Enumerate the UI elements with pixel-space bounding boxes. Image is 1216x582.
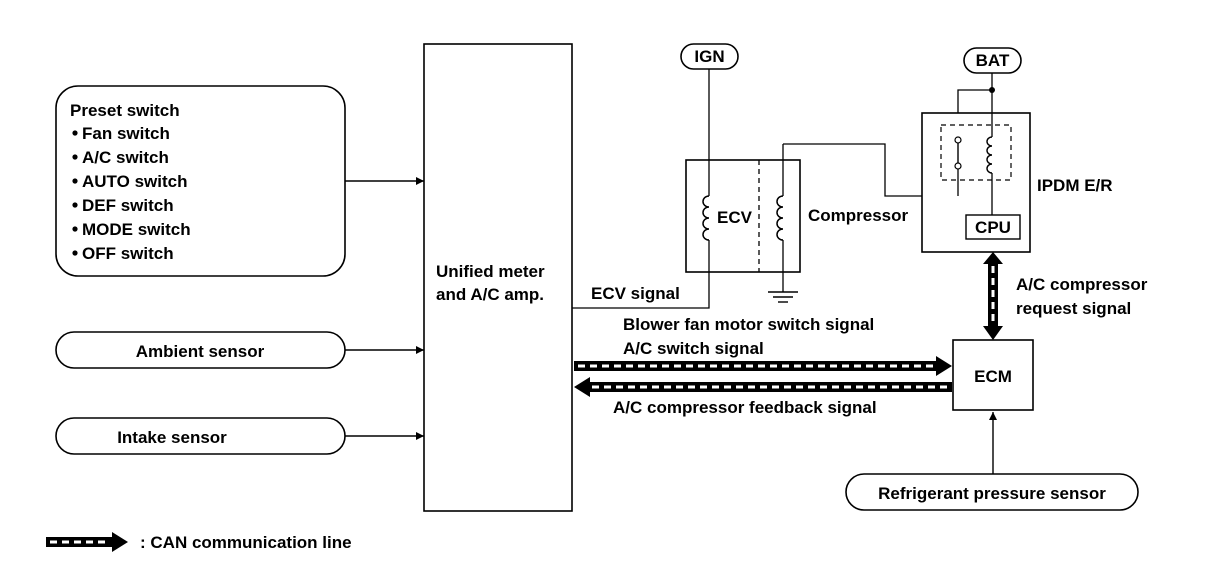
ambient-sensor-label: Ambient sensor: [136, 342, 265, 361]
ecv-compressor-unit: ECV: [685, 144, 801, 292]
ign-label: IGN: [694, 47, 724, 66]
ign-power-source: IGN: [680, 43, 739, 70]
intake-sensor-label: Intake sensor: [117, 428, 227, 447]
ecv-signal-wire: [572, 272, 710, 309]
preset-item-off: OFF switch: [82, 244, 174, 263]
cpu-label: CPU: [975, 218, 1011, 237]
blower-signal-label: Blower fan motor switch signal: [623, 315, 874, 334]
ground-icon: [768, 291, 798, 303]
can-legend-icon: [46, 532, 128, 552]
feedback-signal-label: A/C compressor feedback signal: [613, 398, 877, 417]
bullet-icon: [72, 154, 78, 160]
preset-item-auto: AUTO switch: [82, 172, 187, 191]
ecm-label: ECM: [974, 367, 1012, 386]
cpu-chip: CPU: [965, 214, 1021, 240]
amp-label-line2: and A/C amp.: [436, 285, 544, 304]
ecv-label: ECV: [717, 208, 753, 227]
request-signal-line2: request signal: [1016, 299, 1131, 318]
bullet-icon: [72, 130, 78, 136]
ecv-signal-label: ECV signal: [591, 284, 680, 303]
preset-item-mode: MODE switch: [82, 220, 191, 239]
ecv-coil-icon: [702, 160, 710, 272]
refrigerant-pressure-sensor: Refrigerant pressure sensor: [845, 473, 1139, 511]
preset-switch-box: Preset switch Fan switch A/C switch AUTO…: [55, 85, 346, 277]
relay-coil-icon: [986, 113, 993, 215]
intake-sensor: Intake sensor: [55, 417, 346, 455]
preset-item-fan: Fan switch: [82, 124, 170, 143]
bullet-icon: [72, 250, 78, 256]
request-signal-line1: A/C compressor: [1016, 275, 1148, 294]
relay-switch-icon: [954, 136, 962, 196]
bullet-icon: [72, 202, 78, 208]
compressor-label: Compressor: [808, 206, 909, 225]
preset-item-def: DEF switch: [82, 196, 174, 215]
ambient-sensor: Ambient sensor: [55, 331, 346, 369]
can-line-amp-to-ecm: [574, 356, 952, 376]
refrigerant-sensor-label: Refrigerant pressure sensor: [878, 484, 1106, 503]
can-line-ecm-to-amp: [574, 377, 952, 397]
preset-item-ac: A/C switch: [82, 148, 169, 167]
compressor-coil-icon: [776, 144, 784, 292]
legend-label: : CAN communication line: [140, 533, 352, 552]
bullet-icon: [72, 226, 78, 232]
ipdm-label: IPDM E/R: [1037, 176, 1113, 195]
bat-label: BAT: [976, 51, 1010, 70]
ecm-unit: ECM: [952, 339, 1034, 411]
ac-switch-signal-label: A/C switch signal: [623, 339, 764, 358]
bat-power-source: BAT: [963, 47, 1022, 74]
preset-switch-title: Preset switch: [70, 101, 180, 120]
ipdm-er-unit: CPU: [921, 112, 1031, 253]
amp-label-line1: Unified meter: [436, 262, 545, 281]
bullet-icon: [72, 178, 78, 184]
unified-meter-ac-amp: Unified meter and A/C amp.: [423, 43, 573, 512]
can-line-ipdm-ecm: [983, 252, 1003, 340]
